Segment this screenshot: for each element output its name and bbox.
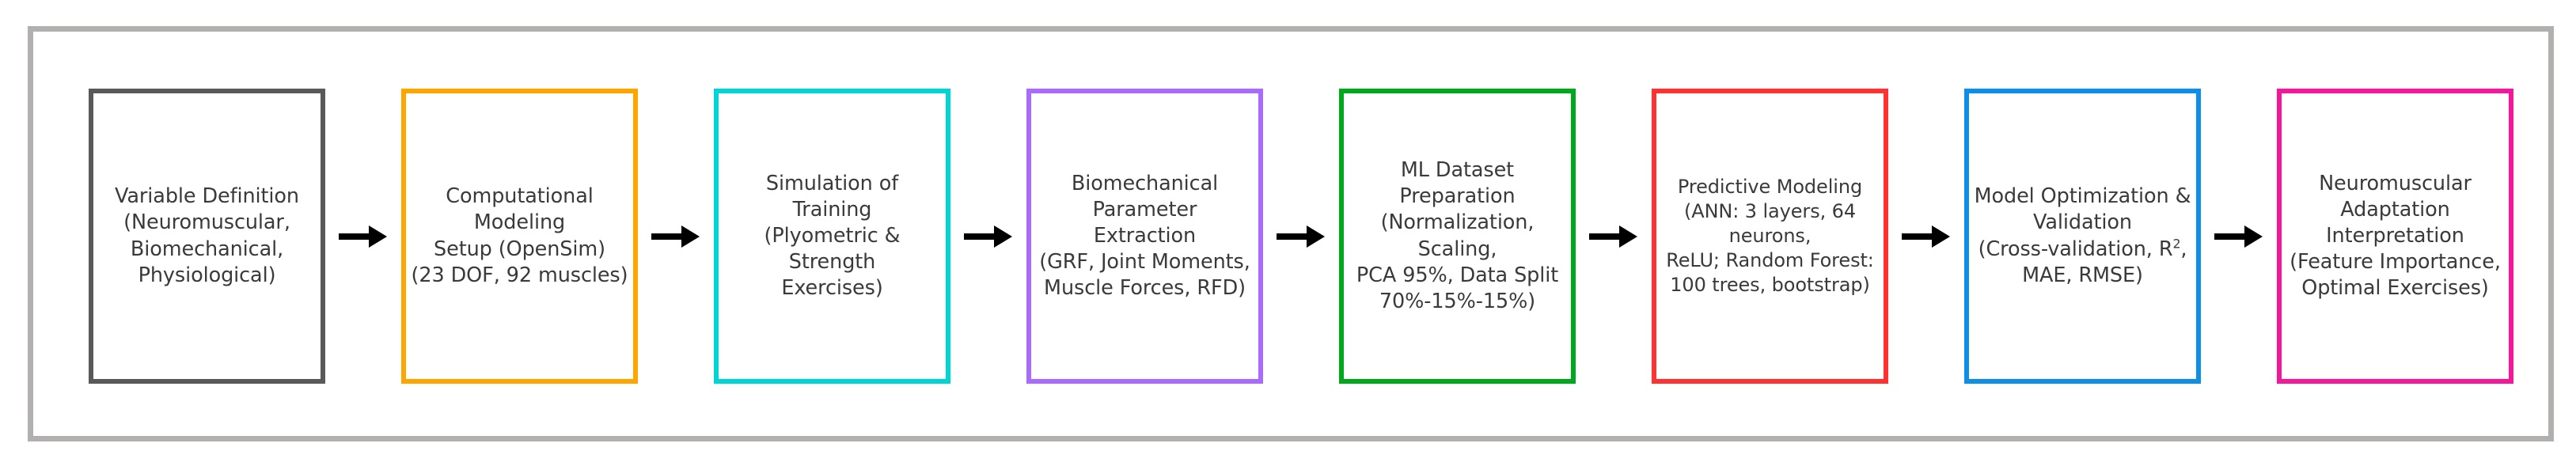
node-label: Variable Definition (Neuromuscular, Biom… [115,184,299,287]
arrow-right-icon-5 [1576,89,1652,384]
arrow-right-icon-2 [638,89,714,384]
arrow-right-icon-4 [1263,89,1339,384]
arrow-right-icon-6 [1888,89,1964,384]
node-ml-dataset-preparation[interactable]: ML Dataset Preparation (Normalization, S… [1339,89,1576,384]
flowchart-flow-track: Variable Definition (Neuromuscular, Biom… [89,89,2513,384]
node-label: ML Dataset Preparation (Normalization, S… [1356,158,1559,313]
node-biomechanical-parameter-extraction[interactable]: Biomechanical Parameter Extraction (GRF,… [1026,89,1263,384]
diagram-outer-frame: Variable Definition (Neuromuscular, Biom… [28,26,2554,441]
arrow-right-icon-1 [325,89,401,384]
node-neuromuscular-adaptation-interpretation[interactable]: Neuromuscular Adaptation Interpretation … [2277,89,2513,384]
node-label: Computational Modeling Setup (OpenSim) (… [411,184,628,287]
node-label: Simulation of Training (Plyometric & Str… [764,171,901,301]
node-label: Neuromuscular Adaptation Interpretation … [2290,171,2501,301]
node-model-optimization-validation[interactable]: Model Optimization & Validation (Cross-v… [1964,89,2201,384]
node-variable-definition[interactable]: Variable Definition (Neuromuscular, Biom… [89,89,325,384]
arrow-right-icon-3 [950,89,1026,384]
node-predictive-modeling[interactable]: Predictive Modeling (ANN: 3 layers, 64 n… [1652,89,1888,384]
node-label: Predictive Modeling (ANN: 3 layers, 64 n… [1666,175,1874,297]
arrow-right-icon-7 [2201,89,2277,384]
node-label: Biomechanical Parameter Extraction (GRF,… [1039,171,1250,301]
node-computational-modeling-setup[interactable]: Computational Modeling Setup (OpenSim) (… [401,89,638,384]
node-label-line-3-suffix: , [2180,237,2187,261]
node-label-line-3-prefix: (Cross-validation, R [1978,237,2173,261]
node-label-line-2: Validation [2033,210,2132,235]
node-label-line-1: Model Optimization & [1974,184,2191,209]
node-simulation-of-training[interactable]: Simulation of Training (Plyometric & Str… [714,89,950,384]
node-label: Model Optimization & Validation (Cross-v… [1975,184,2191,289]
node-label-line-4: MAE, RMSE) [2022,263,2143,287]
node-label-superscript: 2 [2172,236,2181,251]
